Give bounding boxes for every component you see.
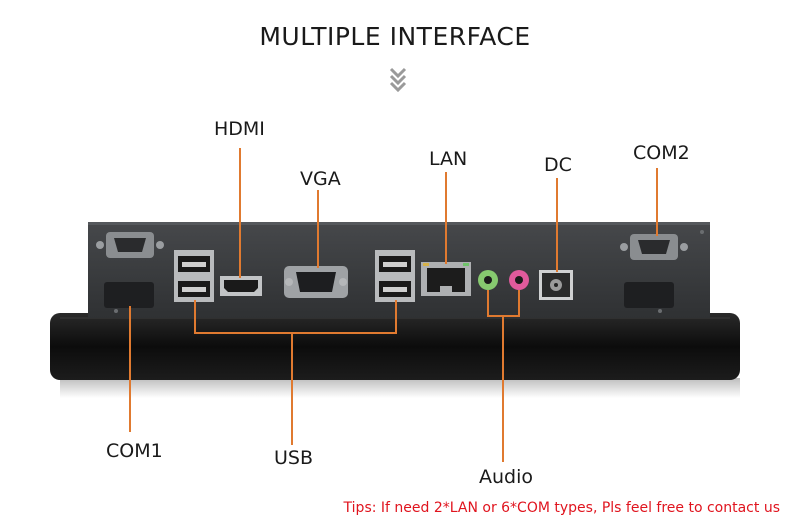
leader-lines bbox=[129, 148, 658, 462]
device-shadow bbox=[60, 378, 740, 398]
audio-jacks bbox=[478, 270, 529, 290]
dc-jack bbox=[539, 270, 573, 300]
label-com1: COM1 bbox=[106, 440, 163, 462]
com1-port bbox=[96, 232, 164, 308]
audio-bracket bbox=[487, 290, 520, 317]
usb-ports-left bbox=[174, 250, 214, 302]
label-audio: Audio bbox=[479, 466, 534, 488]
com2-port bbox=[620, 234, 688, 308]
hdmi-port bbox=[220, 276, 262, 296]
label-lan: LAN bbox=[429, 148, 468, 170]
label-vga: VGA bbox=[300, 168, 341, 190]
front-bezel bbox=[50, 313, 740, 380]
rear-panel bbox=[88, 222, 710, 318]
label-com2: COM2 bbox=[633, 142, 690, 164]
double-chevron-down-icon bbox=[389, 67, 407, 92]
label-hdmi: HDMI bbox=[214, 118, 265, 140]
usb-ports-right bbox=[375, 250, 415, 302]
tips-note: Tips: If need 2*LAN or 6*COM types, Pls … bbox=[343, 500, 780, 516]
lan-port bbox=[421, 262, 471, 296]
vga-port bbox=[284, 266, 348, 298]
page-title: MULTIPLE INTERFACE bbox=[259, 22, 531, 51]
label-usb: USB bbox=[274, 447, 314, 469]
usb-bracket bbox=[194, 300, 397, 334]
label-dc: DC bbox=[544, 154, 572, 176]
